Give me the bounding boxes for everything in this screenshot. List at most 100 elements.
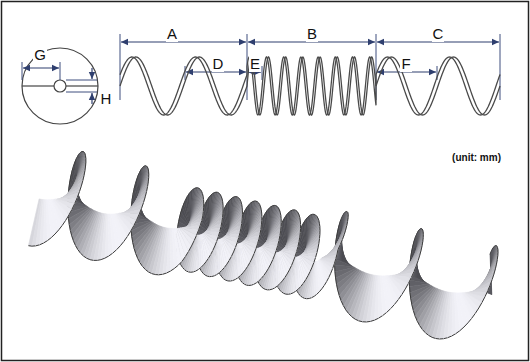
- auger-blade-edge: [317, 248, 318, 253]
- auger-blade-edge: [75, 198, 77, 204]
- auger-blade-edge: [359, 320, 363, 322]
- auger-blade-edge: [174, 265, 178, 268]
- auger-blade-edge: [240, 224, 242, 229]
- auger-blade-edge: [203, 203, 204, 207]
- auger-blade-edge: [202, 194, 204, 197]
- auger-blade-edge: [223, 205, 224, 209]
- auger-blade-edge: [334, 259, 335, 264]
- auger-blade-edge: [148, 169, 149, 171]
- dimension-letter: H: [100, 90, 113, 107]
- auger-blade-edge: [280, 290, 282, 292]
- auger-blade-facet: [301, 255, 316, 263]
- auger-blade-edge: [148, 171, 149, 174]
- auger-blade-facet: [263, 245, 278, 250]
- dimension-letter: A: [166, 25, 178, 42]
- auger-blade-edge: [242, 211, 243, 215]
- auger-blade-edge: [83, 151, 85, 153]
- auger-blade-edge: [87, 258, 90, 259]
- auger-blade-edge: [282, 278, 284, 281]
- auger-blade-edge: [72, 166, 73, 171]
- auger-blade-facet: [322, 245, 340, 258]
- auger-blade-edge: [202, 211, 204, 216]
- auger-blade-facet: [120, 213, 140, 220]
- auger-blade-edge: [346, 310, 349, 314]
- auger-blade-edge: [379, 316, 383, 319]
- dimension-label: C: [432, 25, 445, 43]
- auger-blade-edge: [422, 330, 425, 333]
- auger-blade-edge: [222, 267, 225, 270]
- auger-blade-edge: [348, 214, 349, 217]
- auger-blade-edge: [200, 221, 201, 226]
- auger-blade-edge: [170, 269, 174, 272]
- auger-blade-edge: [238, 276, 241, 278]
- auger-blade-edge: [224, 206, 226, 209]
- auger-blade-edge: [237, 238, 238, 243]
- auger-blade-edge: [220, 222, 222, 227]
- auger-blade-edge: [497, 256, 498, 260]
- auger-blade-edge: [250, 258, 252, 262]
- auger-blade-edge: [280, 215, 281, 218]
- auger-blade-edge: [411, 272, 414, 278]
- auger-blade-edge: [405, 283, 408, 289]
- auger-blade-edge: [134, 220, 137, 226]
- auger-blade-edge: [312, 296, 315, 297]
- auger-blade-edge: [71, 171, 72, 176]
- auger-blade-edge: [202, 271, 204, 273]
- auger-blade-edge: [337, 249, 338, 254]
- auger-blade-edge: [422, 230, 423, 232]
- auger-blade-edge: [43, 241, 47, 243]
- auger-blade-edge: [261, 275, 263, 278]
- auger-blade-edge: [423, 234, 424, 237]
- auger-blade-edge: [291, 293, 293, 294]
- auger-blade-edge: [252, 253, 254, 258]
- auger-blade-edge: [281, 223, 282, 227]
- auger-blade-edge: [66, 215, 69, 220]
- dimension-letter: B: [306, 25, 318, 42]
- unit-text: (unit: mm): [451, 152, 502, 163]
- auger-blade-edge: [391, 304, 395, 308]
- auger-blade-facet: [264, 231, 281, 245]
- auger-blade-facet: [243, 241, 258, 249]
- auger-blade-edge: [97, 259, 101, 261]
- auger-blade-edge: [220, 275, 222, 277]
- auger-blade-edge: [258, 239, 259, 244]
- auger-blade-edge: [324, 282, 326, 286]
- auger-blade-edge: [203, 207, 204, 211]
- auger-blade-edge: [240, 228, 241, 233]
- auger-blade-edge: [287, 270, 289, 274]
- helix-edge-curve: [120, 57, 500, 115]
- auger-blade-facet: [224, 237, 239, 243]
- auger-blade-edge: [448, 336, 452, 338]
- auger-blade-edge: [261, 221, 262, 225]
- auger-blade-edge: [81, 253, 84, 256]
- auger-blade-edge: [193, 270, 195, 272]
- auger-blade-facet: [244, 230, 261, 241]
- auger-blade-edge: [485, 291, 488, 297]
- auger-blade-edge: [90, 259, 94, 261]
- auger-blade-edge: [411, 299, 412, 305]
- auger-blade-edge: [338, 245, 340, 250]
- auger-blade-edge: [191, 271, 193, 272]
- auger-blade-edge: [178, 262, 182, 266]
- auger-blade-edge: [208, 255, 210, 259]
- auger-blade-edge: [260, 207, 262, 210]
- auger-blade-edge: [109, 253, 113, 256]
- auger-blade-edge: [224, 264, 226, 267]
- auger-blade-edge: [303, 280, 305, 284]
- auger-blade-edge: [241, 281, 243, 283]
- auger-blade-edge: [262, 216, 264, 220]
- auger-blade-edge: [497, 252, 498, 255]
- auger-blade-edge: [395, 300, 399, 305]
- auger-blade-edge: [282, 292, 284, 293]
- auger-blade-edge: [308, 272, 310, 276]
- auger-blade-edge: [155, 274, 159, 275]
- dimension-label: G: [33, 46, 47, 64]
- auger-blade-edge: [222, 209, 223, 213]
- auger-blade-edge: [479, 302, 482, 308]
- auger-blade-edge: [342, 235, 344, 240]
- auger-blade-edge: [495, 245, 497, 246]
- auger-blade-edge: [272, 288, 275, 289]
- auger-blade-facet: [263, 236, 279, 245]
